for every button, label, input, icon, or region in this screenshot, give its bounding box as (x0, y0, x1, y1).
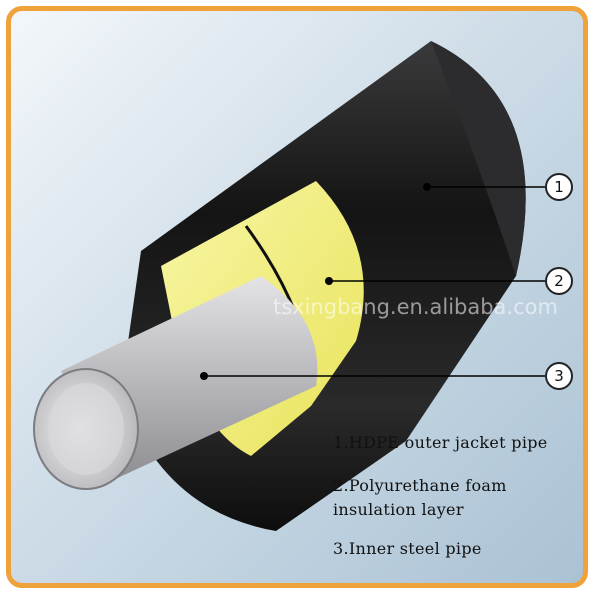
watermark-text: tsxingbang.en.alibaba.com (273, 295, 558, 319)
callout-marker-3: 3 (545, 362, 573, 390)
legend-text: 3.Inner steel pipe (333, 539, 482, 558)
legend-text: insulation layer (333, 500, 464, 519)
legend-text: 1.HDPE outer jacket pipe (333, 433, 548, 452)
callout-marker-2: 2 (545, 267, 573, 295)
legend-text: 2.Polyurethane foam (333, 476, 507, 495)
legend-item-1: 1.HDPE outer jacket pipe (333, 433, 548, 452)
outer-jacket-end (431, 41, 526, 276)
image-frame: tsxingbang.en.alibaba.com 1 2 3 1.HDPE o… (6, 6, 588, 588)
legend-item-3: 3.Inner steel pipe (333, 539, 482, 558)
callout-marker-1: 1 (545, 173, 573, 201)
pipe-diagram (33, 41, 545, 531)
legend-item-2: 2.Polyurethane foam insulation layer (333, 474, 507, 522)
